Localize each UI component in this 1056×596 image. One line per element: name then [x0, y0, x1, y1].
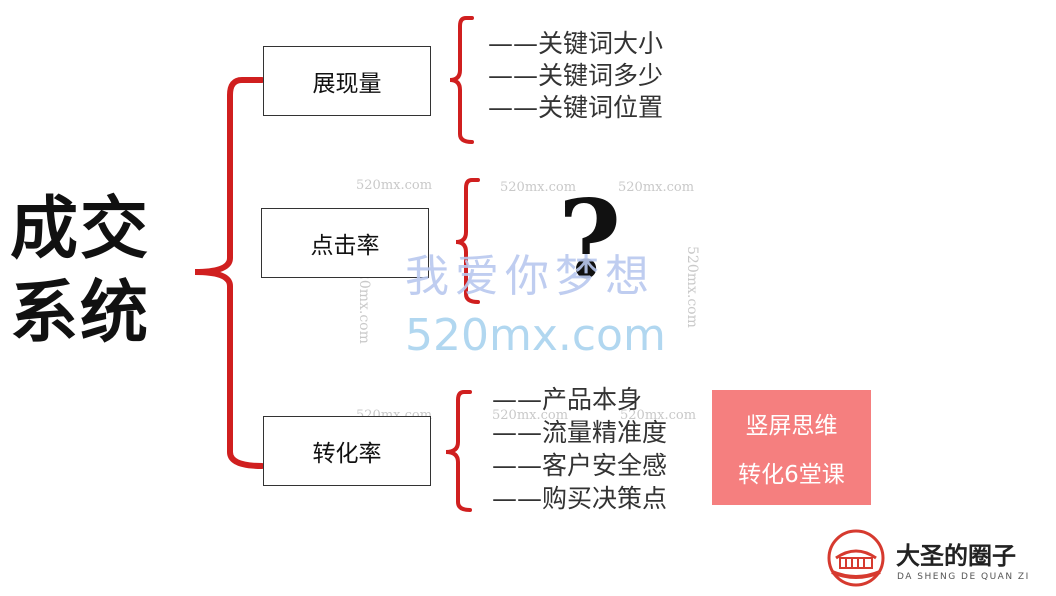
leaf-conversion-1: ——产品本身 — [492, 385, 643, 414]
question-mark: ? — [558, 177, 622, 303]
promo-box: 竖屏思维 转化6堂课 — [712, 390, 871, 505]
root-title: 成交 系统 — [10, 188, 180, 356]
promo-line-1: 竖屏思维 — [745, 412, 838, 439]
leaf-impressions-1: ——关键词大小 — [488, 29, 664, 58]
leaf-conversion-2: ——流量精准度 — [492, 418, 668, 447]
watermark-small-5: 520mx.com — [492, 408, 569, 423]
promo-line-2: 转化6堂课 — [738, 462, 845, 489]
bracket-node-1 — [449, 16, 474, 144]
leaf-conversion-4: ——购买决策点 — [492, 484, 668, 513]
root-title-line-2: 系统 — [10, 274, 151, 353]
watermark-small-2: 520mx.com — [500, 180, 577, 195]
node-conversion-rate: 转化率 — [263, 416, 431, 486]
watermark-small-6: 520mx.com — [620, 408, 697, 423]
leaf-conversion-3: ——客户安全感 — [492, 451, 668, 480]
logo-name: 大圣的圈子 — [896, 542, 1016, 570]
root-title-line-1: 成交 — [10, 190, 151, 269]
bracket-node-3 — [445, 390, 472, 512]
watermark-vertical-2: 520mx.com — [684, 246, 700, 328]
logo-pinyin: DA SHENG DE QUAN ZI — [897, 572, 1030, 582]
watermark-big-domain: 520mx.com — [405, 310, 666, 361]
leaf-impressions-2: ——关键词多少 — [488, 61, 664, 90]
bracket-node-2 — [455, 178, 480, 304]
leaf-impressions-3: ——关键词位置 — [488, 93, 664, 122]
logo-emblem-icon — [827, 529, 885, 587]
main-bracket — [194, 77, 265, 469]
node-click-rate: 点击率 — [261, 208, 429, 278]
watermark-small-3: 520mx.com — [618, 180, 695, 195]
watermark-small-1: 520mx.com — [356, 178, 433, 193]
watermark-big-text: 我爱你梦想 — [405, 251, 655, 302]
node-impressions: 展现量 — [263, 46, 431, 116]
